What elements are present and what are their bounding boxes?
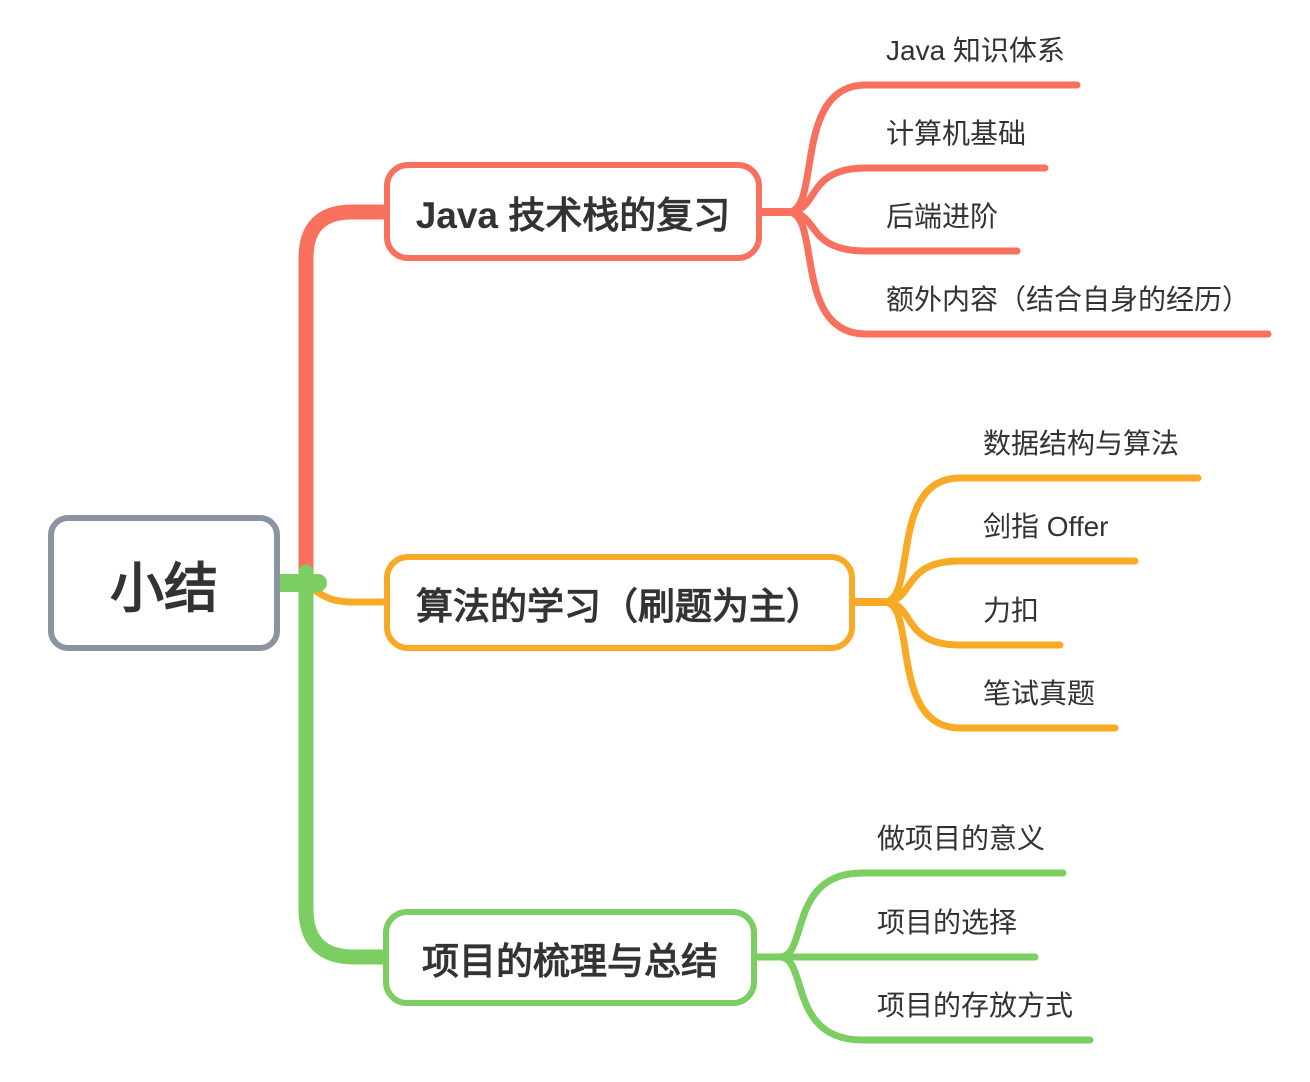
child-topic-backend-advanced[interactable]: 后端进阶 <box>886 201 999 232</box>
child-topic-extra-content[interactable]: 额外内容（结合自身的经历） <box>886 284 1251 315</box>
branch-topic-project[interactable]: 项目的梳理与总结 <box>383 909 757 1006</box>
link-project-child-2 <box>776 953 1094 1044</box>
child-topic-java-knowledge[interactable]: Java 知识体系 <box>886 35 1065 66</box>
link-algorithm-child-0 <box>880 474 1202 606</box>
trunk-branch-project <box>298 564 394 965</box>
root-topic-label: 小结 <box>110 558 218 619</box>
link-java-child-0 <box>784 81 1081 216</box>
trunk-branch-java <box>298 204 396 588</box>
link-java-child-3 <box>784 208 1272 338</box>
child-topic-leetcode[interactable]: 力扣 <box>983 595 1040 626</box>
child-topic-project-meaning[interactable]: 做项目的意义 <box>877 823 1046 854</box>
link-algorithm-child-3 <box>880 598 1119 732</box>
child-topic-cs-basics[interactable]: 计算机基础 <box>886 118 1027 149</box>
branch-topic-java-stack[interactable]: Java 技术栈的复习 <box>384 162 762 261</box>
child-topic-project-storage[interactable]: 项目的存放方式 <box>877 990 1074 1021</box>
branch-topic-algorithm[interactable]: 算法的学习（刷题为主） <box>384 554 855 651</box>
branch-topic-label: 项目的梳理与总结 <box>422 940 718 982</box>
child-topic-jianzhi-offer[interactable]: 剑指 Offer <box>983 511 1109 542</box>
child-topic-data-structures[interactable]: 数据结构与算法 <box>983 428 1180 459</box>
branch-topic-label: Java 技术栈的复习 <box>415 194 731 236</box>
child-topic-written-exams[interactable]: 笔试真题 <box>983 678 1096 709</box>
link-project-child-0 <box>776 869 1067 961</box>
branch-topic-label: 算法的学习（刷题为主） <box>416 585 823 627</box>
child-topic-project-selection[interactable]: 项目的选择 <box>877 907 1018 938</box>
root-topic[interactable]: 小结 <box>48 515 280 651</box>
